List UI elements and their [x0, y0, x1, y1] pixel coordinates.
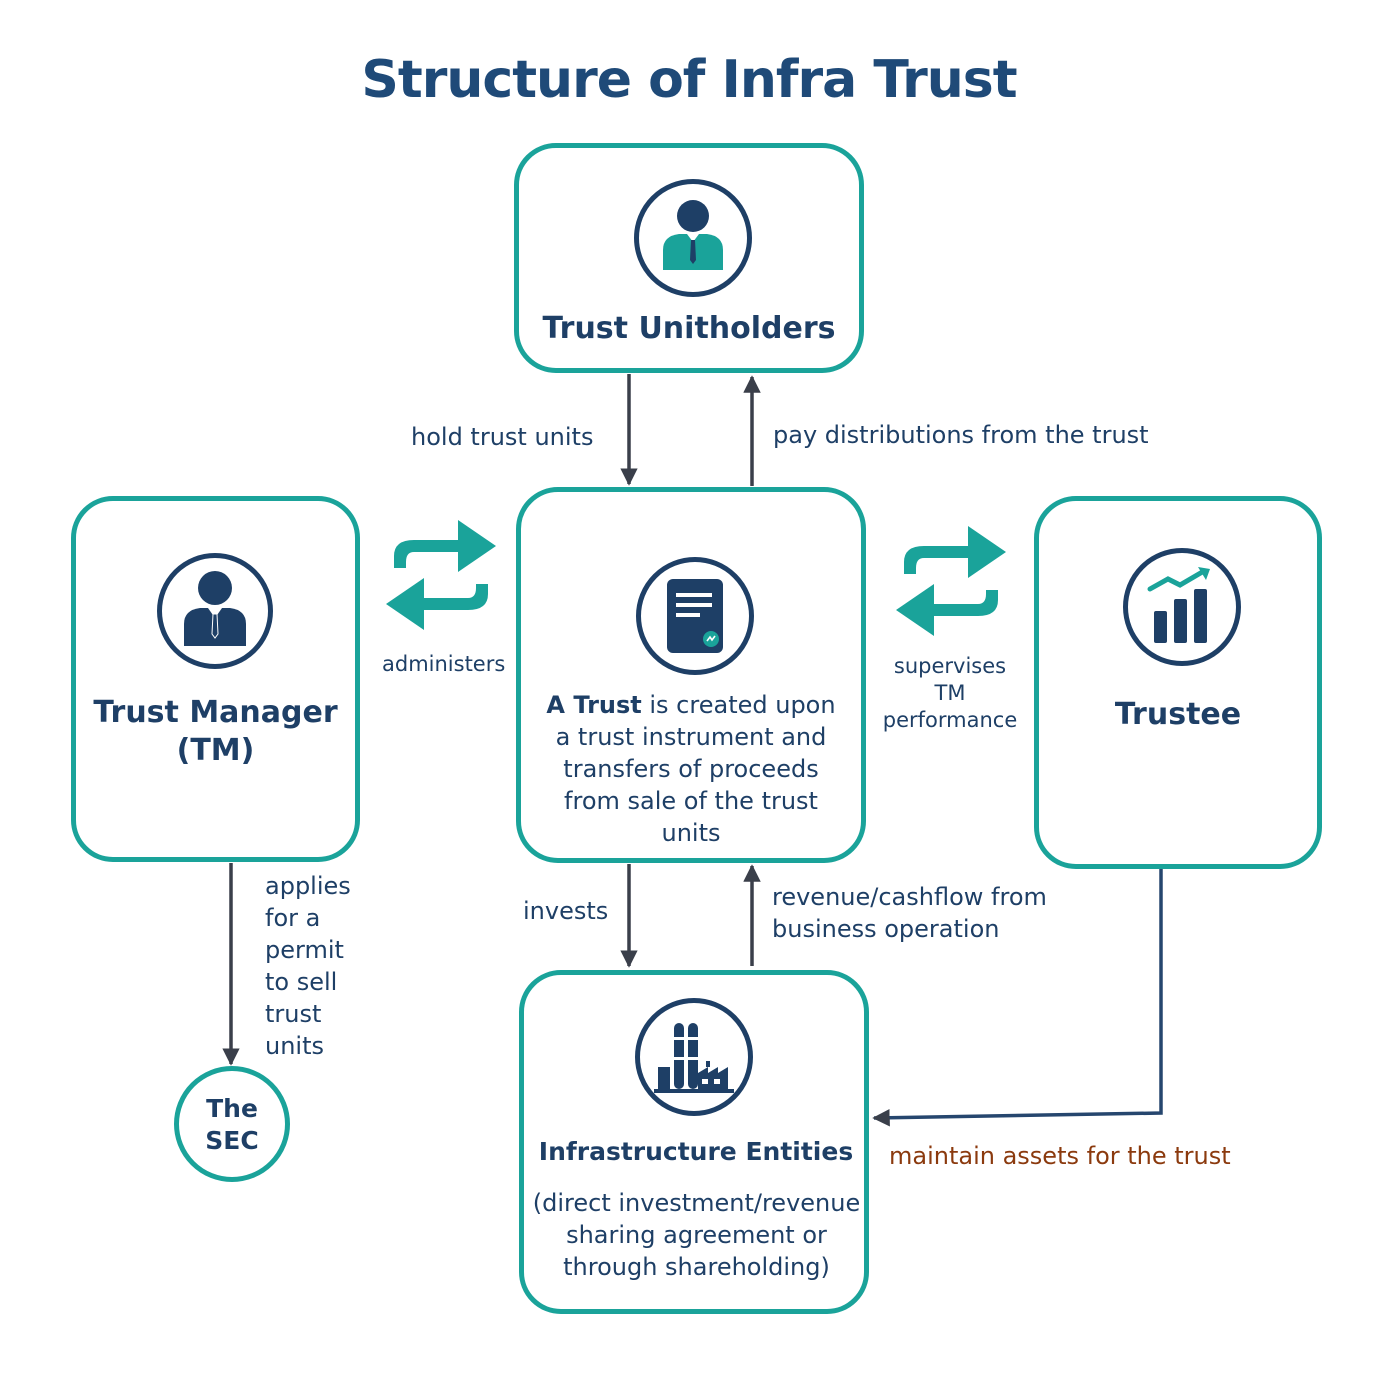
hold-units-label: hold trust units: [411, 423, 594, 451]
trustee-box: Trustee: [1034, 496, 1322, 869]
exchange-arrows-left: [386, 520, 496, 630]
applies-line4: to sell: [265, 968, 338, 996]
applies-line1: applies: [265, 872, 351, 900]
applies-label: applies for a permit to sell trust units: [265, 870, 351, 1062]
revenue-label: revenue/cashflow from business operation: [772, 881, 1047, 945]
diagram-title: Structure of Infra Trust: [361, 50, 1017, 110]
trust-unitholders-label: Trust Unitholders: [542, 311, 836, 346]
trust-manager-line1: Trust Manager: [93, 695, 338, 730]
trust-description-bold: A Trust: [546, 691, 642, 719]
trust-unitholders-box: Trust Unitholders: [514, 143, 864, 373]
trustee-label: Trustee: [1114, 697, 1242, 732]
applies-line6: units: [265, 1032, 325, 1060]
trust-description: A Trust is created upon a trust instrume…: [541, 689, 841, 849]
maintain-arrow: [872, 869, 1163, 1127]
applies-line2: for a: [265, 904, 321, 932]
sec-line1: The: [206, 1094, 258, 1123]
person-icon: [634, 179, 752, 297]
applies-line5: trust: [265, 1000, 322, 1028]
infrastructure-label: Infrastructure Entities: [538, 1137, 854, 1166]
supervises-line3: performance: [882, 708, 1018, 732]
applies-line3: permit: [265, 936, 344, 964]
infrastructure-description: (direct investment/revenue sharing agree…: [532, 1189, 861, 1281]
infrastructure-box: Infrastructure Entities (direct investme…: [519, 970, 869, 1314]
person-icon: [157, 553, 273, 669]
supervises-label: supervises TM performance: [880, 653, 1020, 734]
factory-icon: [635, 998, 753, 1116]
pay-distributions-label: pay distributions from the trust: [773, 421, 1149, 449]
supervises-line1: supervises: [893, 654, 1007, 678]
trust-manager-line2: (TM): [176, 733, 255, 768]
sec-label: The SEC: [179, 1093, 285, 1157]
trust-manager-box: Trust Manager (TM): [71, 496, 360, 862]
administers-label: administers: [382, 652, 506, 676]
trust-box: A Trust is created upon a trust instrume…: [516, 487, 866, 863]
invests-label: invests: [523, 897, 609, 925]
sec-line2: SEC: [205, 1126, 259, 1155]
sec-node: The SEC: [174, 1066, 290, 1182]
revenue-line2: business operation: [772, 915, 1000, 943]
document-icon: [636, 557, 754, 675]
revenue-line1: revenue/cashflow from: [772, 883, 1047, 911]
chart-icon: [1123, 548, 1241, 666]
trust-description-rest: is created upon a trust instrument and t…: [555, 691, 836, 847]
trust-manager-label: Trust Manager (TM): [76, 694, 355, 770]
exchange-arrows-right: [896, 526, 1006, 636]
supervises-line2: TM: [934, 681, 966, 705]
maintain-label: maintain assets for the trust: [889, 1142, 1231, 1170]
